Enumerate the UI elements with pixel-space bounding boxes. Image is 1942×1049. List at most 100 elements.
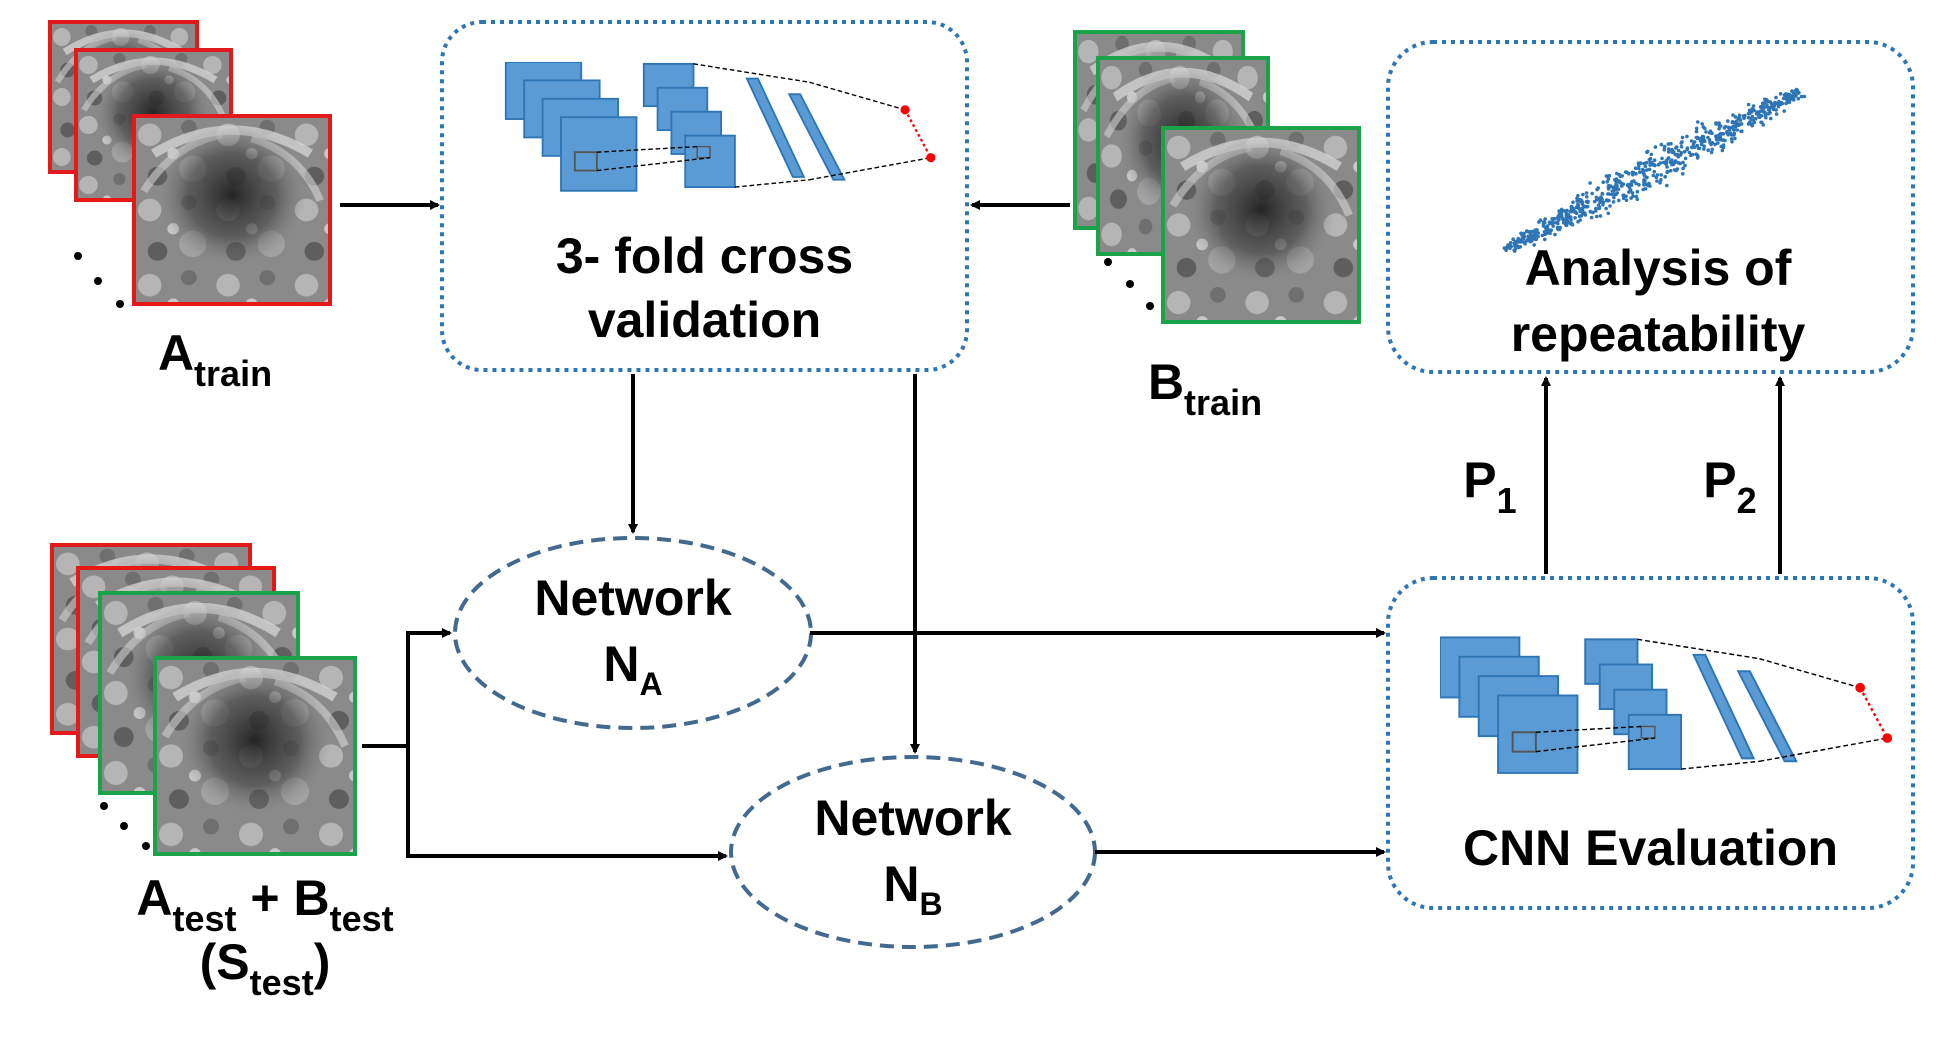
scatter-dot	[1668, 168, 1673, 173]
scatter-dot	[1774, 112, 1779, 116]
scatter-dot	[1710, 147, 1714, 152]
scatter-dot	[1702, 139, 1707, 144]
scatter-dot	[1582, 212, 1587, 216]
scatter-dot	[1588, 181, 1592, 185]
scatter-dot	[1678, 161, 1682, 166]
scatter-dot	[1707, 131, 1712, 135]
cnn-evaluation-label: CNN Evaluation	[1388, 820, 1913, 878]
scatter-dot	[1585, 204, 1589, 209]
scatter-dot	[1647, 181, 1651, 186]
scatter-dot	[1629, 196, 1633, 200]
scatter-dot	[1545, 224, 1550, 228]
scatter-dot	[1763, 97, 1767, 102]
scatter-dot	[1553, 232, 1557, 237]
scatter-dot	[1606, 185, 1611, 189]
scatter-dot	[1536, 234, 1540, 239]
scatter-dot	[1716, 141, 1720, 145]
scatter-dot	[1728, 131, 1733, 135]
scatter-dot	[1582, 204, 1586, 208]
scatter-dot	[1614, 178, 1619, 182]
scatter-dot	[1630, 191, 1635, 195]
scatter-dot	[1666, 142, 1671, 146]
arrow-test-to-na	[362, 628, 452, 748]
analysis-box	[1386, 40, 1915, 374]
network-a-main: N	[603, 635, 640, 692]
scatter-dot	[1606, 211, 1611, 216]
scatter-dot	[1550, 217, 1554, 221]
scatter-dot	[1731, 113, 1735, 117]
scatter-dot	[1760, 106, 1764, 111]
network-b-sub: B	[919, 885, 943, 922]
scatter-dot	[1799, 94, 1804, 99]
scatter-dot	[1714, 121, 1718, 125]
scatter-dot	[1769, 102, 1774, 106]
test-plus: +	[236, 870, 294, 926]
network-a-label-line2: NA	[455, 635, 811, 702]
scatter-dot	[1609, 192, 1614, 197]
scatter-dot	[1717, 126, 1721, 131]
network-a-label: Network NA	[455, 570, 811, 702]
scatter-dot	[1584, 191, 1589, 195]
cnn-evaluation-box	[1386, 576, 1915, 910]
scatter-dot	[1573, 216, 1577, 220]
scatter-dot	[1535, 228, 1539, 232]
scatter-dot	[1738, 117, 1742, 121]
scatter-dot	[1511, 237, 1515, 241]
scatter-dot	[1702, 144, 1706, 148]
scatter-dot	[1556, 221, 1560, 226]
scatter-dot	[1540, 233, 1545, 238]
scatter-dot	[1528, 230, 1532, 234]
network-b-label-line1: Network	[814, 790, 1012, 846]
scatter-dot	[1626, 182, 1630, 187]
scatter-dot	[1631, 172, 1635, 177]
scatter-dot	[1647, 167, 1652, 172]
scatter-dot	[1645, 168, 1649, 172]
scatter-dot	[1700, 134, 1705, 139]
scatter-dot	[1594, 206, 1598, 211]
b-train-sub: train	[1184, 382, 1263, 423]
scatter-dot	[1760, 120, 1764, 125]
scatter-dot	[1665, 165, 1669, 169]
scatter-dot	[1709, 150, 1714, 155]
scatter-dot	[1617, 172, 1622, 177]
scatter-dot	[1664, 162, 1668, 166]
scatter-dot	[1748, 110, 1752, 114]
scatter-dot	[1645, 149, 1650, 154]
scatter-dot	[1568, 215, 1573, 219]
scatter-dot	[1676, 148, 1681, 153]
scatter-dot	[1659, 178, 1663, 182]
scatter-dot	[1757, 115, 1761, 119]
scatter-dot	[1608, 204, 1612, 208]
scatter-dot	[1564, 214, 1569, 218]
scatter-dot	[1680, 135, 1685, 140]
scatter-dot	[1708, 140, 1712, 145]
scatter-dot	[1571, 200, 1575, 205]
scatter-dot	[1595, 214, 1599, 219]
scatter-dot	[1791, 98, 1796, 102]
scatter-dot	[1532, 237, 1537, 241]
scatter-dot	[1659, 173, 1663, 177]
scatter-dot	[1537, 220, 1541, 224]
scatter-dot	[1663, 175, 1667, 179]
scatter-dot	[1630, 180, 1634, 184]
scatter-dot	[1666, 150, 1671, 154]
scatter-dot	[1732, 128, 1736, 132]
analysis-label-line1: Analysis of	[1524, 240, 1792, 296]
p2-main: P	[1703, 452, 1737, 508]
scatter-dot	[1733, 136, 1737, 141]
scatter-dot	[1666, 147, 1671, 151]
scatter-dot	[1559, 207, 1564, 212]
scatter-dot	[1666, 169, 1670, 174]
scatter-dot	[1717, 123, 1722, 128]
scatter-dot	[1633, 166, 1638, 170]
scatter-dot	[1611, 185, 1616, 190]
scatter-dot	[1541, 220, 1546, 224]
scatter-dot	[1514, 241, 1518, 245]
scatter-dot	[1722, 138, 1726, 142]
scatter-dot	[1659, 142, 1664, 147]
scatter-dot	[1557, 212, 1562, 216]
scatter-dot	[1642, 174, 1647, 178]
scatter-dot	[1788, 94, 1792, 99]
scatter-dot	[1543, 237, 1547, 242]
scatter-dot	[1751, 104, 1756, 108]
